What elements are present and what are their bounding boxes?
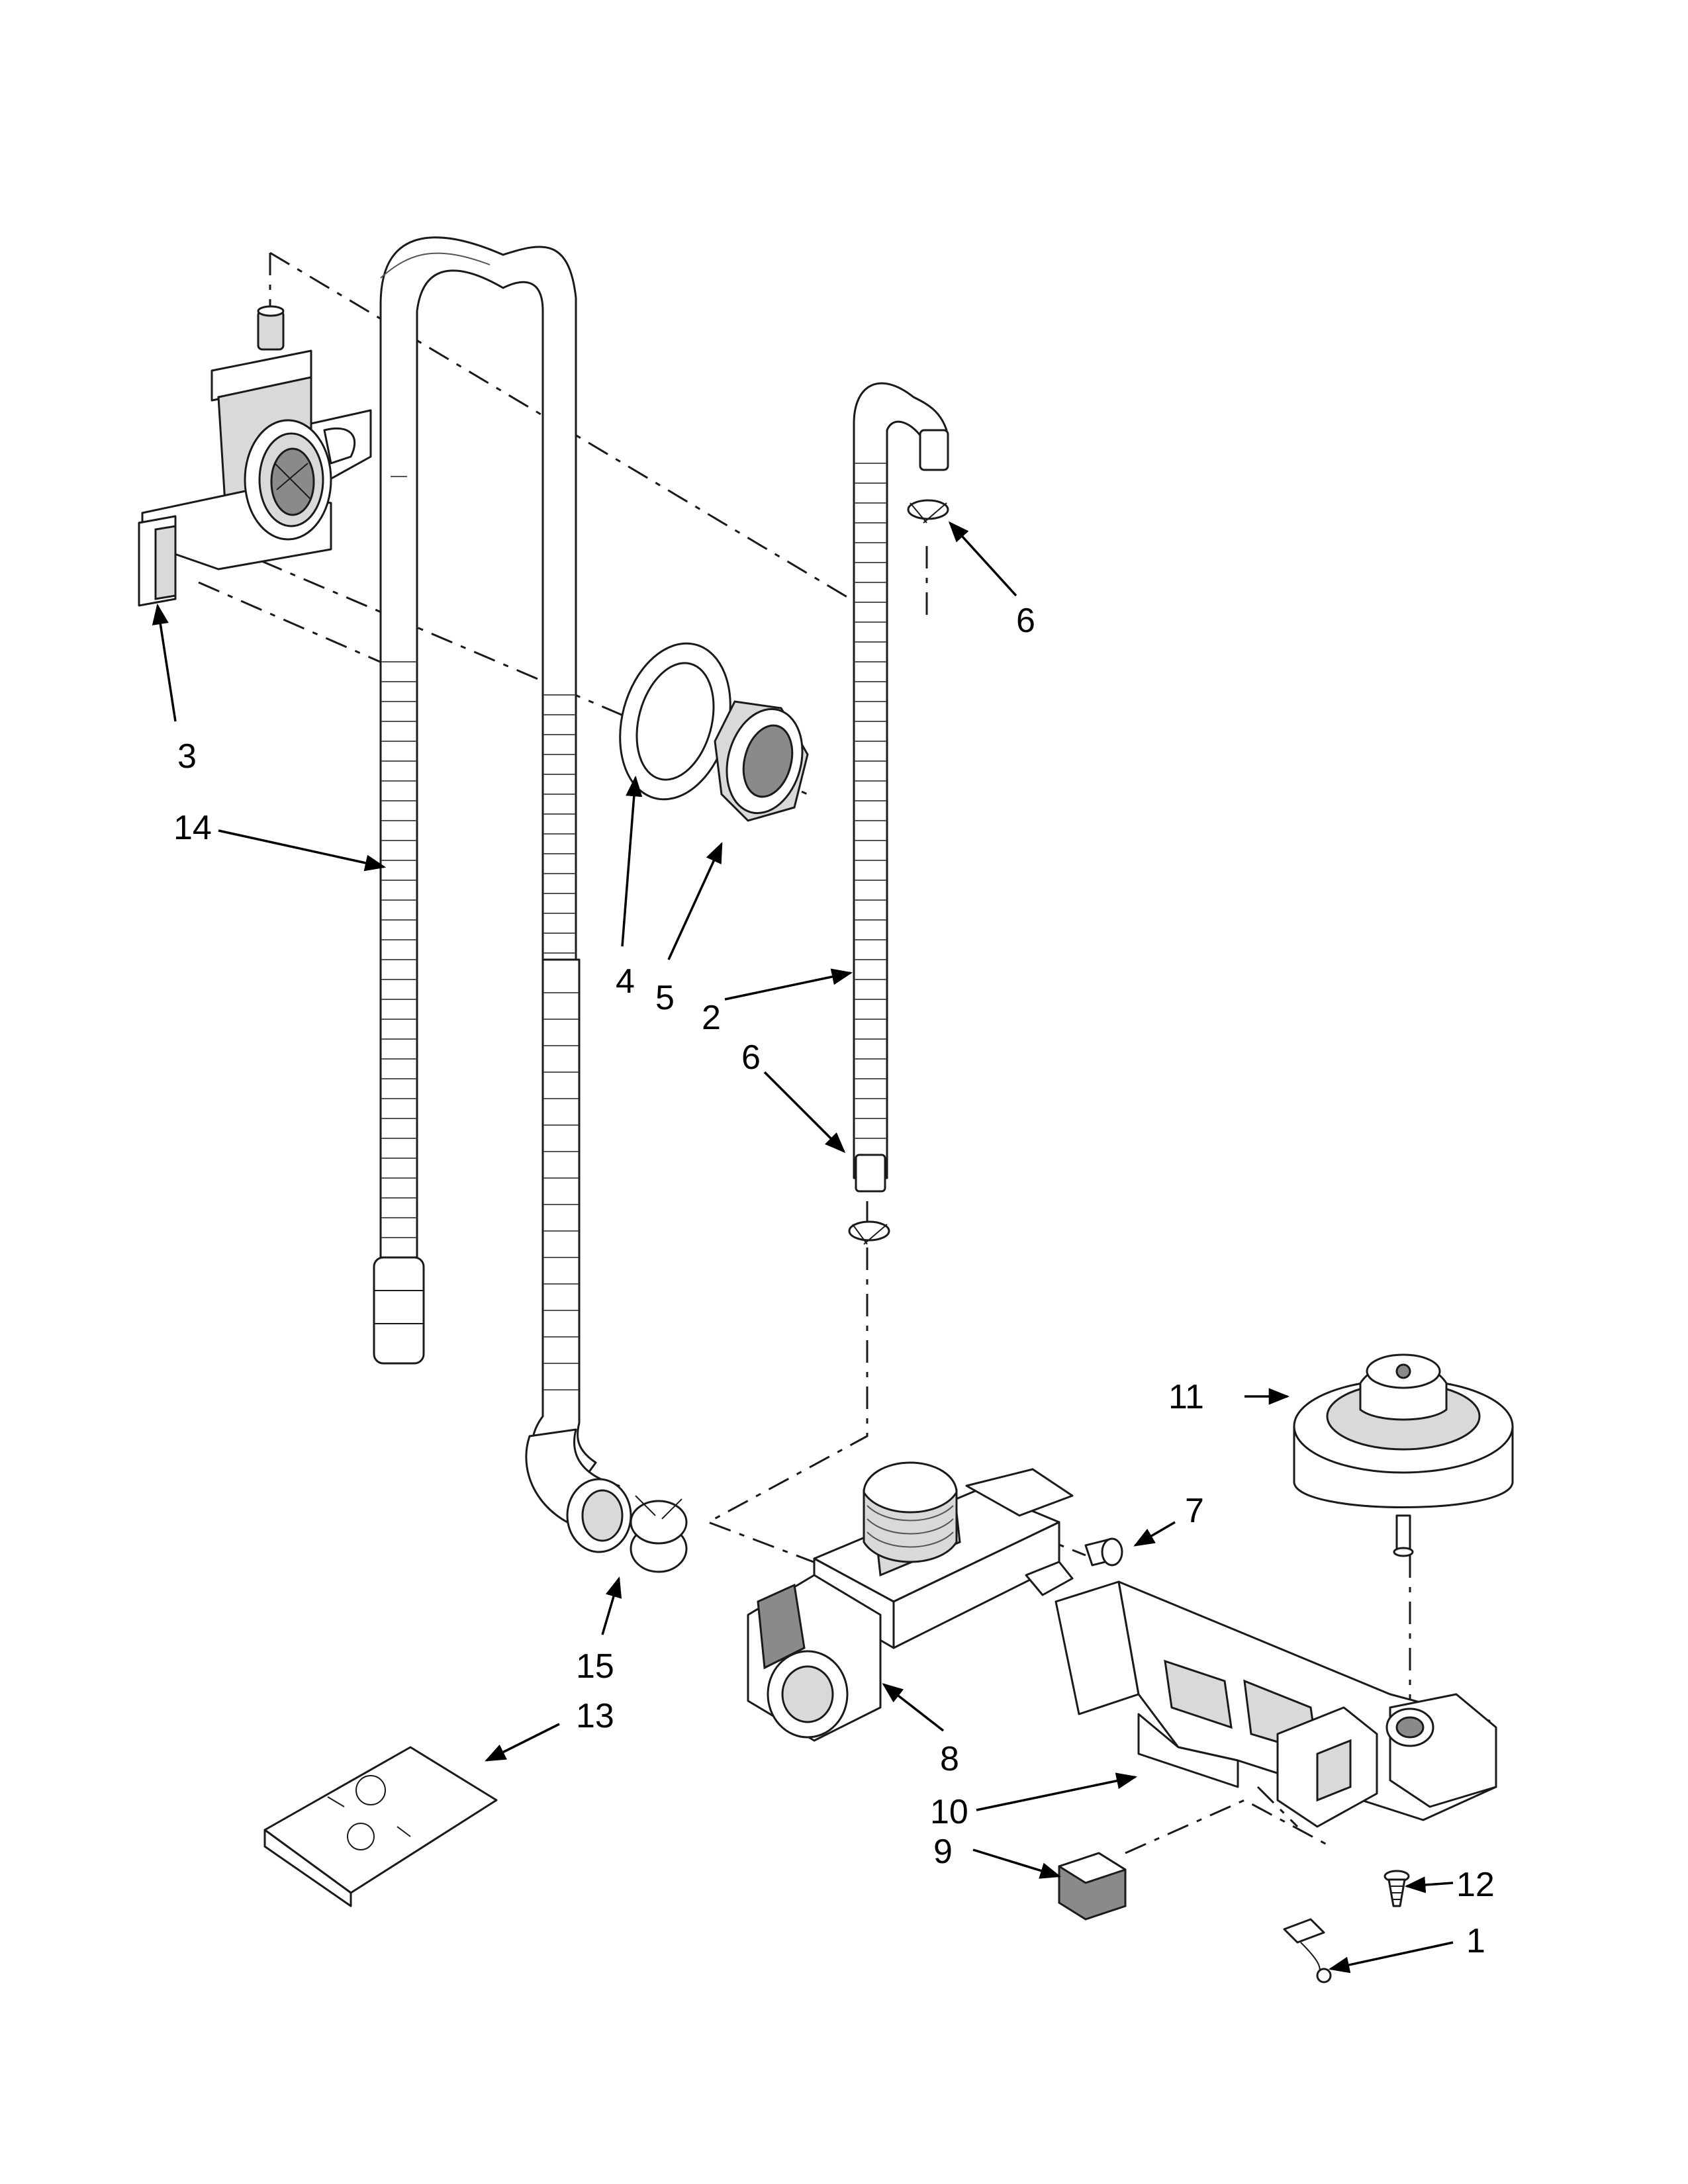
part-1-clip — [1283, 1918, 1332, 1983]
callout-6-lower: 6 — [741, 1038, 761, 1077]
callout-labels: 6 3 14 4 5 2 6 11 7 15 13 8 10 9 12 1 — [173, 602, 1495, 1960]
callout-10: 10 — [930, 1793, 968, 1831]
part-6-clamp-upper — [907, 499, 949, 523]
callout-15: 15 — [576, 1647, 614, 1686]
right-leg-corrugation — [543, 694, 575, 954]
part-8-screw — [1084, 1537, 1123, 1567]
fill-hose-corrugation — [855, 463, 886, 1139]
part-5-nut — [714, 700, 809, 822]
callout-2: 2 — [702, 999, 721, 1037]
callout-4: 4 — [616, 962, 635, 1001]
leader-lines — [152, 521, 1454, 1974]
left-leg-corrugation — [381, 661, 416, 1238]
callout-8: 7 — [1185, 1492, 1204, 1530]
right-lower-corrugation — [543, 992, 579, 1390]
part-15-clamp — [630, 1495, 688, 1573]
callout-3: 3 — [177, 737, 197, 776]
part-11-screw — [1383, 1870, 1410, 1907]
callout-14: 14 — [173, 809, 212, 847]
part-3-drain-hose-bracket — [138, 305, 372, 607]
part-7-water-inlet-valve — [747, 1461, 1074, 1742]
callout-6-upper: 6 — [1016, 602, 1035, 640]
part-6-clamp-lower — [848, 1220, 890, 1245]
part-12-float — [1293, 1353, 1514, 1557]
callout-9: 9 — [933, 1833, 953, 1871]
callout-13: 13 — [576, 1697, 614, 1735]
callout-7: 8 — [940, 1740, 959, 1778]
callout-12: 11 — [1168, 1378, 1204, 1416]
part-4-gasket — [619, 642, 731, 801]
part-2-fill-hose — [853, 382, 949, 1193]
part-13-hardware-bag — [263, 1746, 498, 1907]
part-9-switch — [1058, 1852, 1127, 1921]
callout-11: 12 — [1456, 1866, 1495, 1904]
callout-5: 5 — [655, 979, 675, 1017]
callout-1: 1 — [1466, 1922, 1485, 1960]
part-10-bracket — [1055, 1580, 1497, 1828]
valve-thread-lines — [867, 1505, 954, 1548]
part-14-drain-hose — [373, 236, 632, 1553]
